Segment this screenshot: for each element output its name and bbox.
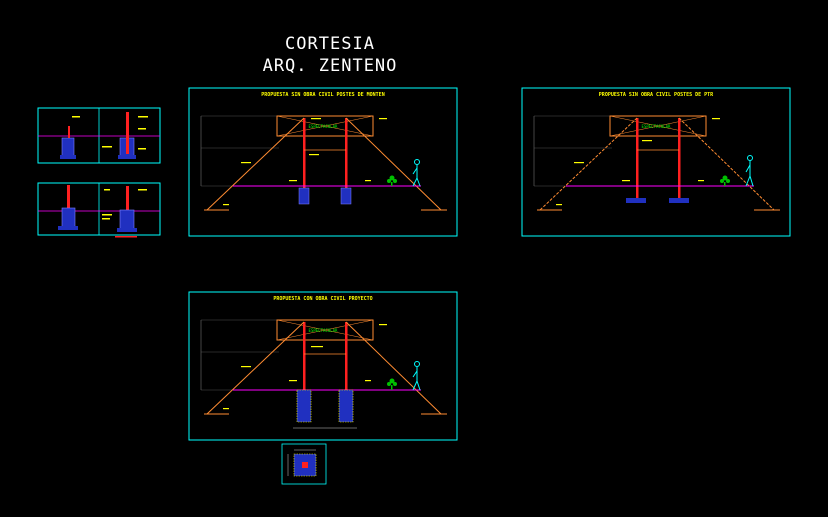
footing-plan-detail [281,443,327,485]
panel-monten-sign: ESPECTACULAR [309,124,338,129]
plant-icon [387,378,397,390]
title-cortesia: CORTESIA [285,34,375,54]
plant-icon [387,175,397,186]
panel-ptr: PROPUESTA SIN OBRA CIVIL POSTES DE PTR E… [521,87,791,237]
panel-obra-civil-title: PROPUESTA CON OBRA CIVIL PROYECTO [273,296,372,302]
panel-monten: PROPUESTA SIN OBRA CIVIL POSTES DE MONTE… [188,87,458,237]
human-figure-icon [745,155,754,187]
detail-panel-a [37,107,161,164]
plant-icon [720,175,730,186]
panel-monten-title: PROPUESTA SIN OBRA CIVIL POSTES DE MONTE… [261,92,384,98]
panel-ptr-sign: ESPECTACULAR [642,124,671,129]
detail-panel-b [37,182,161,238]
panel-ptr-title: PROPUESTA SIN OBRA CIVIL POSTES DE PTR [599,92,714,98]
panel-obra-civil-sign: ESPECTACULAR [309,328,338,333]
human-figure-icon [412,159,421,187]
title-author: ARQ. ZENTENO [262,56,398,76]
human-figure-icon [412,361,421,391]
panel-obra-civil: PROPUESTA CON OBRA CIVIL PROYECTO ESPECT… [188,291,458,441]
